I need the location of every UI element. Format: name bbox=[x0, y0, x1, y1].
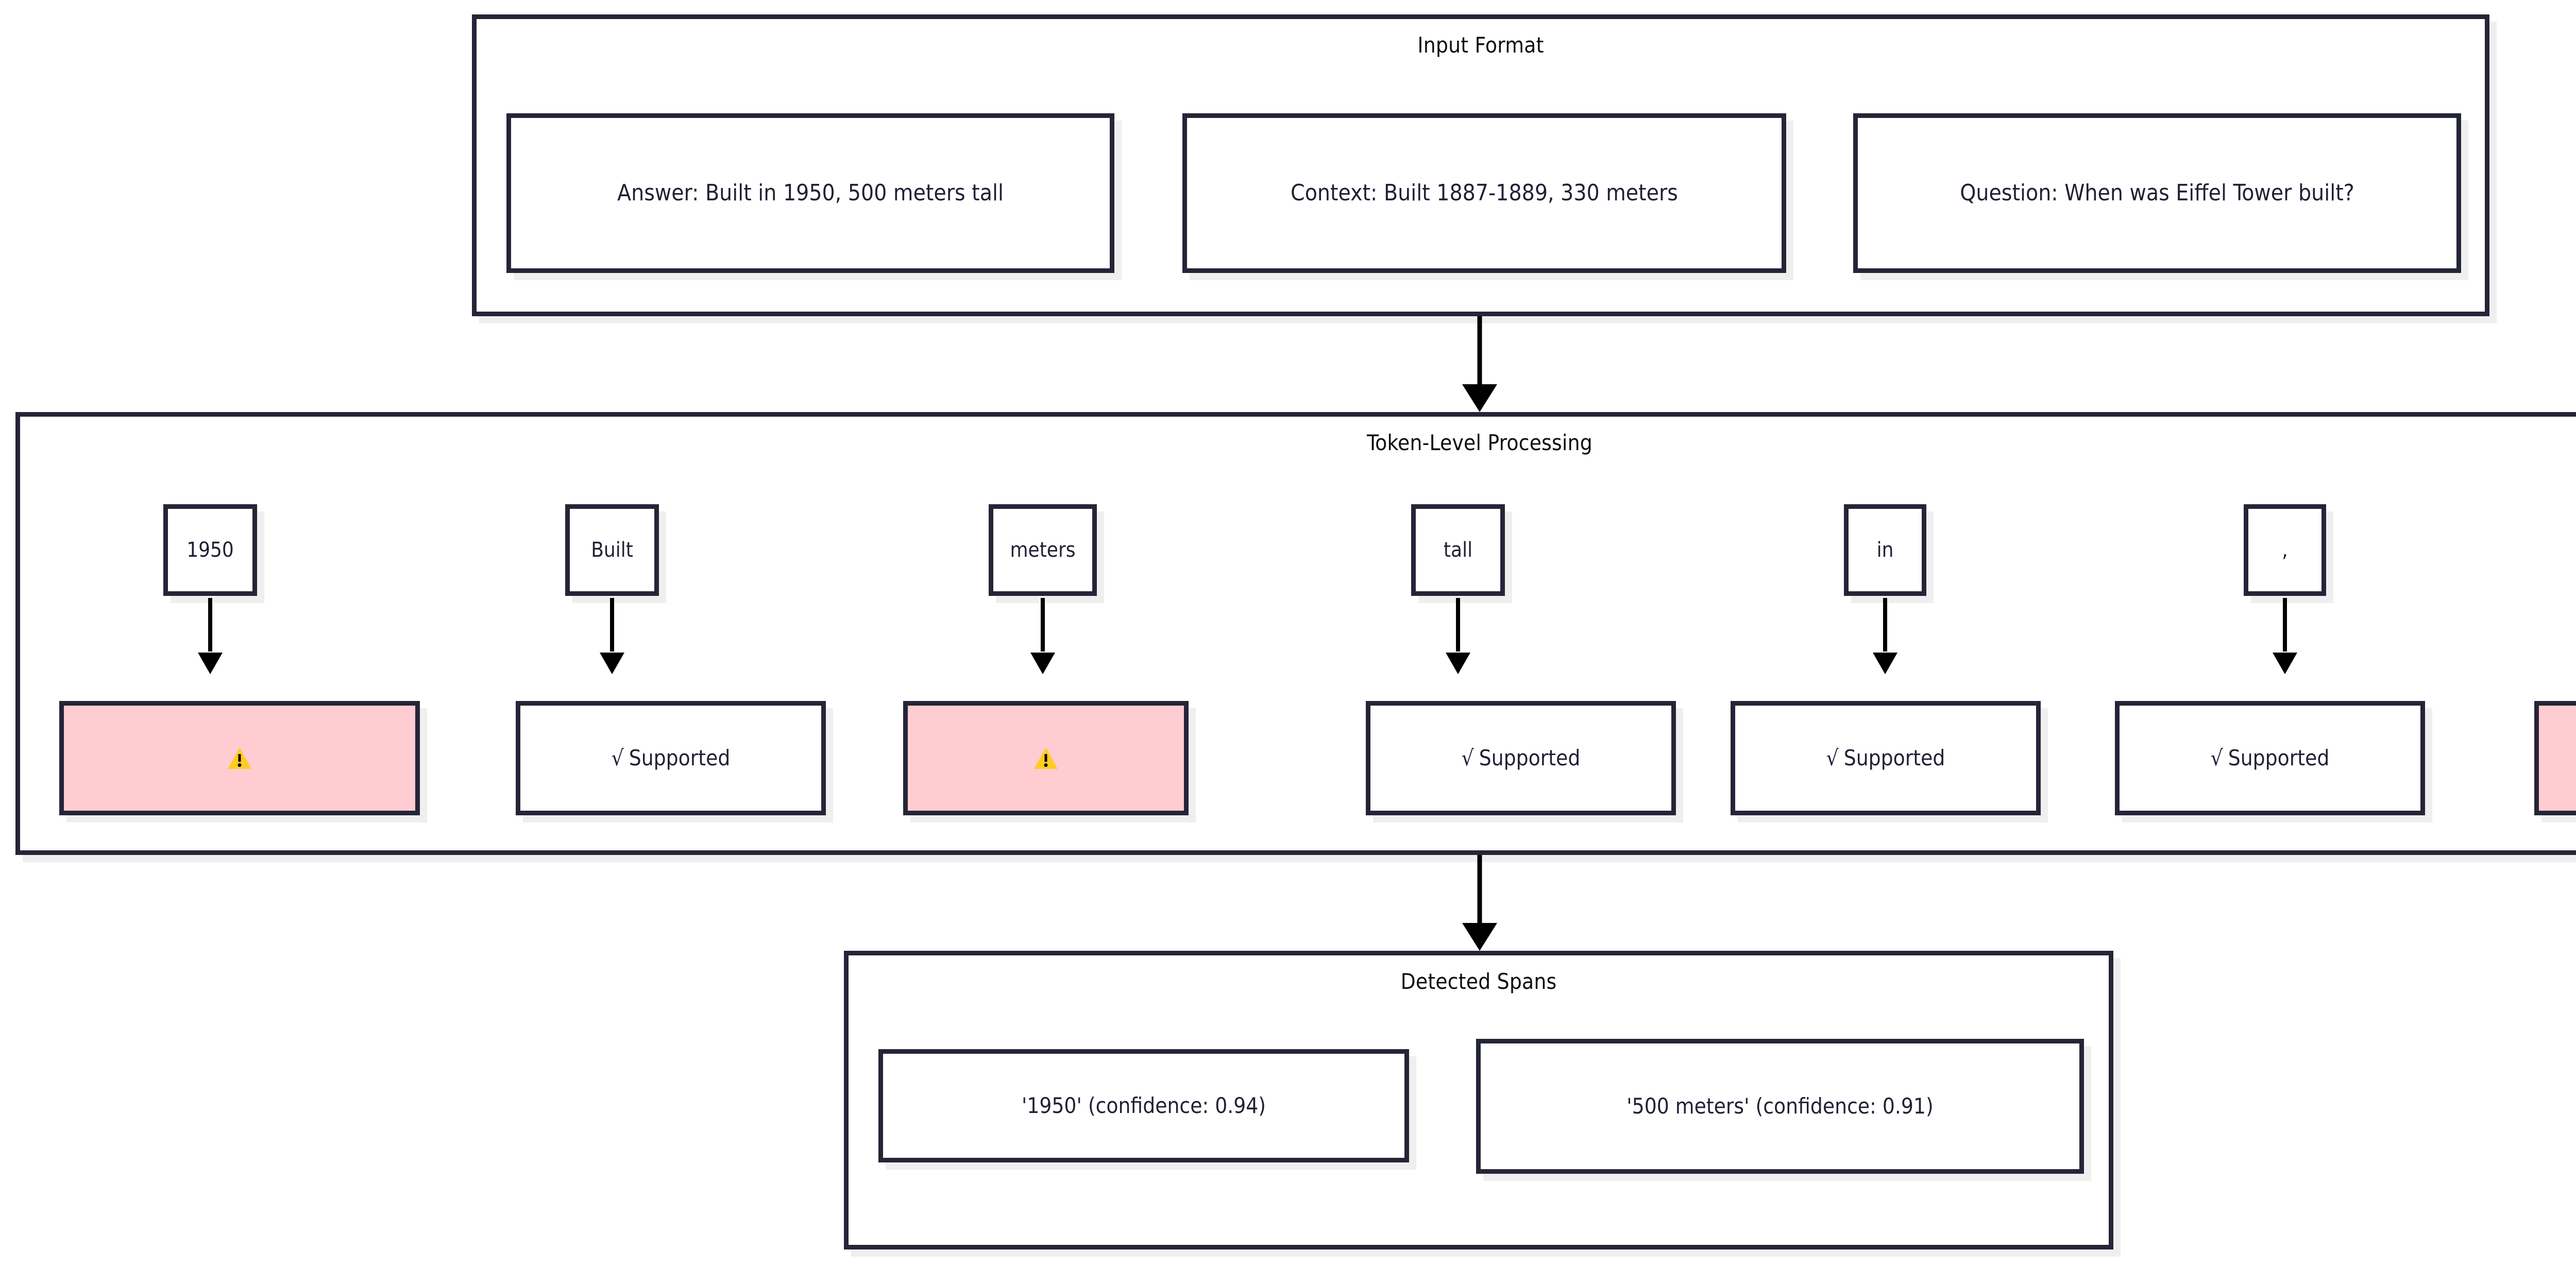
arrow-input-to-processing bbox=[1462, 316, 1497, 412]
span-box-1950[interactable]: '1950' (confidence: 0.94) bbox=[878, 1049, 1409, 1162]
arrow-head bbox=[198, 653, 223, 674]
token-label: in bbox=[1876, 538, 1894, 562]
token-box-built[interactable]: Built bbox=[565, 504, 659, 596]
arrow-head bbox=[1030, 653, 1055, 674]
token-label: meters bbox=[1010, 538, 1076, 562]
status-label: Supported bbox=[1843, 745, 1945, 771]
input-box-question-label: Question: When was Eiffel Tower built? bbox=[1960, 180, 2354, 207]
status-label: Supported bbox=[1479, 745, 1581, 771]
status-box-comma-supported[interactable]: √ Supported bbox=[2115, 701, 2425, 815]
status-box-meters-warning[interactable] bbox=[903, 701, 1189, 815]
check-icon: √ bbox=[611, 745, 624, 771]
status-label: Supported bbox=[2228, 745, 2330, 771]
token-box-1950[interactable]: 1950 bbox=[163, 504, 257, 596]
token-label: , bbox=[2282, 538, 2288, 562]
arrow-head bbox=[1873, 653, 1897, 674]
arrow-token-meters-to-status bbox=[1030, 598, 1055, 674]
check-icon: √ bbox=[1826, 745, 1839, 771]
arrow-shaft bbox=[1477, 855, 1482, 923]
status-box-in-supported[interactable]: √ Supported bbox=[1731, 701, 2041, 815]
input-box-question[interactable]: Question: When was Eiffel Tower built? bbox=[1853, 113, 2461, 273]
arrow-shaft bbox=[610, 598, 614, 652]
arrow-head bbox=[2273, 653, 2297, 674]
arrow-token-1950-to-status bbox=[198, 598, 223, 674]
arrow-head bbox=[1462, 384, 1497, 412]
cluster-token-processing-title: Token-Level Processing bbox=[1367, 430, 1592, 455]
cluster-input-format-title: Input Format bbox=[1417, 32, 1544, 58]
arrow-shaft bbox=[1477, 316, 1482, 384]
span-label: '500 meters' (confidence: 0.91) bbox=[1626, 1093, 1934, 1119]
arrow-shaft bbox=[1883, 598, 1887, 652]
token-label: 1950 bbox=[187, 538, 234, 562]
status-box-built-supported[interactable]: √ Supported bbox=[516, 701, 826, 815]
arrow-token-comma-to-status bbox=[2273, 598, 2297, 674]
status-box-1950-warning[interactable] bbox=[59, 701, 420, 815]
arrow-head bbox=[1446, 653, 1470, 674]
input-box-answer[interactable]: Answer: Built in 1950, 500 meters tall bbox=[506, 113, 1114, 273]
token-box-tall[interactable]: tall bbox=[1411, 504, 1505, 596]
token-box-meters[interactable]: meters bbox=[989, 504, 1097, 596]
check-icon: √ bbox=[2210, 745, 2223, 771]
arrow-shaft bbox=[1456, 598, 1460, 652]
arrow-head bbox=[1462, 923, 1497, 951]
arrow-shaft bbox=[208, 598, 212, 652]
token-label: tall bbox=[1443, 538, 1473, 562]
arrow-token-built-to-status bbox=[600, 598, 624, 674]
status-box-tall-supported[interactable]: √ Supported bbox=[1366, 701, 1676, 815]
arrow-shaft bbox=[1041, 598, 1045, 652]
span-label: '1950' (confidence: 0.94) bbox=[1021, 1092, 1266, 1118]
arrow-token-in-to-status bbox=[1873, 598, 1897, 674]
input-box-context-label: Context: Built 1887-1889, 330 meters bbox=[1291, 180, 1678, 207]
status-label: Supported bbox=[629, 745, 731, 771]
status-box-500-warning[interactable] bbox=[2534, 701, 2576, 815]
token-label: Built bbox=[591, 538, 633, 562]
arrow-processing-to-spans bbox=[1462, 855, 1497, 951]
cluster-token-processing: Token-Level Processing 1950 Built √ Supp… bbox=[15, 412, 2576, 855]
warning-icon bbox=[228, 747, 251, 769]
arrow-token-tall-to-status bbox=[1446, 598, 1470, 674]
cluster-input-format: Input Format Answer: Built in 1950, 500 … bbox=[472, 14, 2489, 316]
token-box-in[interactable]: in bbox=[1844, 504, 1926, 596]
cluster-detected-spans: Detected Spans '1950' (confidence: 0.94)… bbox=[844, 951, 2113, 1249]
token-box-comma[interactable]: , bbox=[2244, 504, 2326, 596]
input-box-context[interactable]: Context: Built 1887-1889, 330 meters bbox=[1182, 113, 1786, 273]
span-box-500-meters[interactable]: '500 meters' (confidence: 0.91) bbox=[1476, 1039, 2084, 1174]
arrow-shaft bbox=[2283, 598, 2287, 652]
cluster-detected-spans-title: Detected Spans bbox=[1400, 969, 1557, 994]
arrow-head bbox=[600, 653, 624, 674]
input-box-answer-label: Answer: Built in 1950, 500 meters tall bbox=[617, 180, 1004, 207]
warning-icon bbox=[1034, 747, 1058, 769]
check-icon: √ bbox=[1461, 745, 1474, 771]
